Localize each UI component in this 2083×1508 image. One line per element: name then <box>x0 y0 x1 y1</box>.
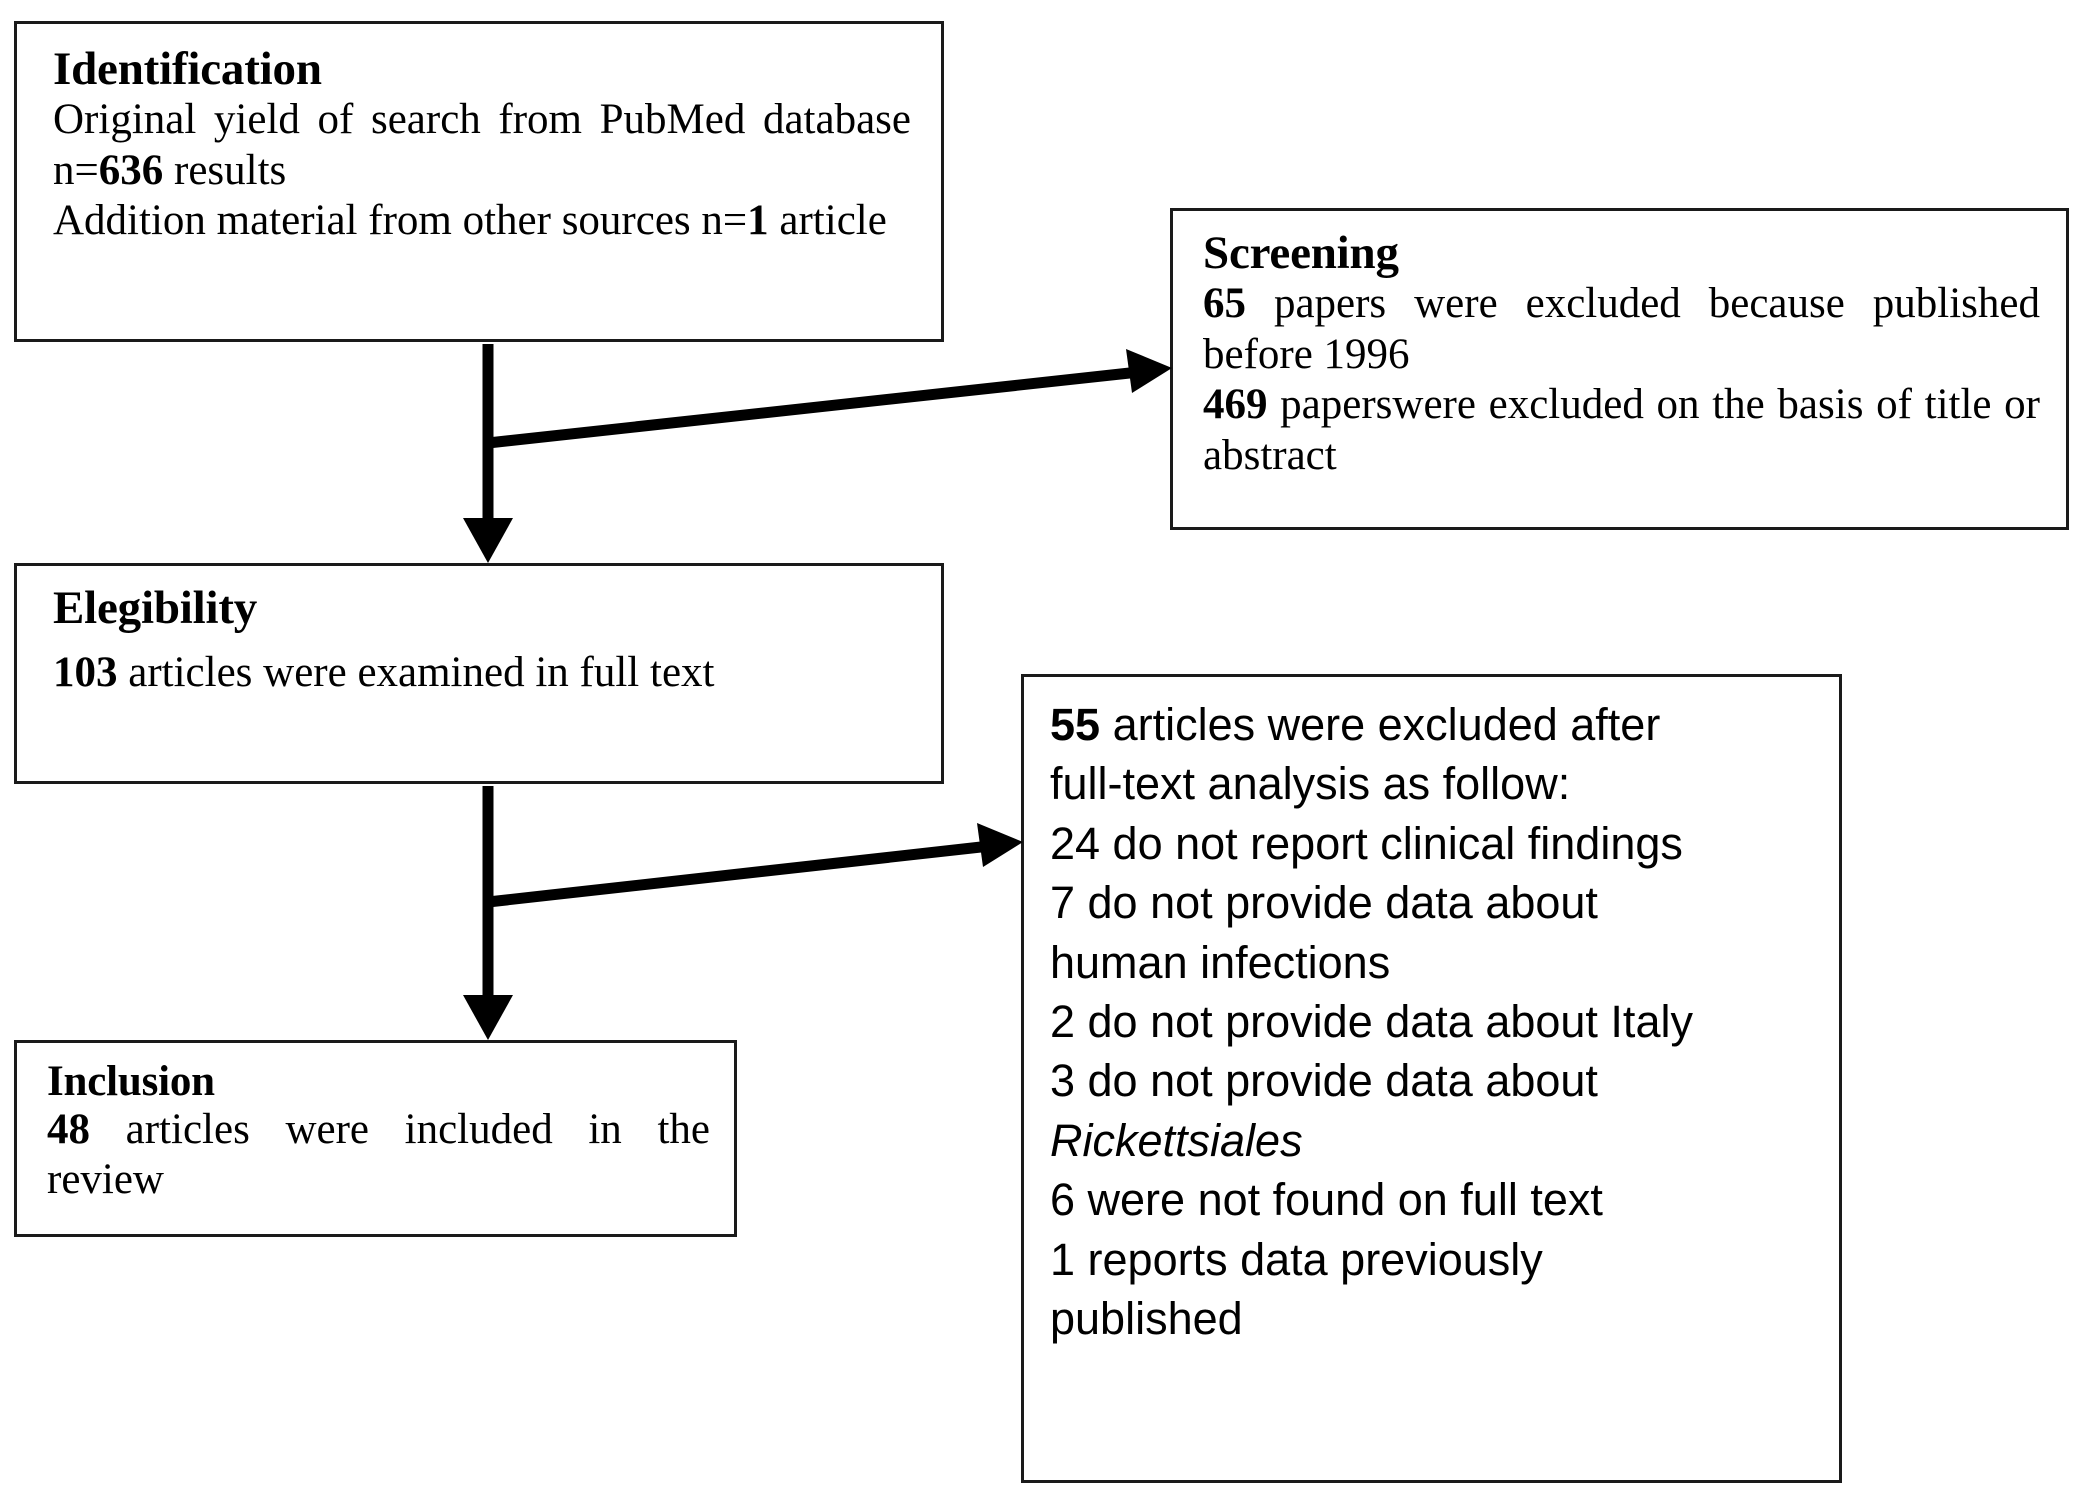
exclusion-reason-2: 7 do not provide data about <box>1050 877 1598 929</box>
exclusion-reason-6-cont: published <box>1050 1292 1243 1344</box>
identification-line2-text: Addition material from other sources n= <box>53 197 748 245</box>
inclusion-value-48: 48 <box>47 1105 90 1153</box>
exclusion-total-line-2: full-text analysis as follow: <box>1050 758 1571 810</box>
identification-line1-tail: results <box>163 146 287 194</box>
exclusion-reason-2-cont: human infections <box>1050 936 1391 988</box>
exclusion-value-55: 55 <box>1050 699 1101 750</box>
exclusion-total-text: articles were excluded after <box>1100 699 1661 750</box>
elegibility-line1-text: articles were examined in full text <box>117 648 715 696</box>
exclusion-reason-5: 6 were not found on full text <box>1050 1174 1603 1226</box>
exclusion-reason-3: 2 do not provide data about Italy <box>1050 995 1693 1047</box>
screening-value-65: 65 <box>1203 279 1246 327</box>
screening-value-469: 469 <box>1203 381 1268 429</box>
inclusion-box: Inclusion 48 articles were included in t… <box>14 1040 737 1237</box>
screening-header: Screening <box>1203 227 1399 279</box>
arrow-identification-to-screening-icon <box>487 349 1172 449</box>
screening-body-1: 65 papers were excluded because publishe… <box>1203 279 2040 380</box>
identification-box: Identification Original yield of search … <box>14 21 944 342</box>
identification-line1-text: Original yield of search from PubMed dat… <box>53 95 911 194</box>
screening-box: Screening 65 papers were excluded becaus… <box>1170 208 2069 530</box>
exclusion-total-line: 55 articles were excluded after <box>1050 695 1821 754</box>
arrow-elegibility-to-exclusion-icon <box>487 823 1023 908</box>
exclusion-reasons-box: 55 articles were excluded after full-tex… <box>1021 674 1842 1483</box>
arrow-elegibility-to-inclusion-icon <box>463 786 513 1040</box>
identification-line2-tail: article <box>768 197 887 245</box>
exclusion-reason-6: 1 reports data previously <box>1050 1233 1543 1285</box>
identification-value-1: 1 <box>747 197 769 245</box>
identification-body: Original yield of search from PubMed dat… <box>53 95 911 196</box>
inclusion-body: 48 articles were included in the review <box>47 1105 710 1206</box>
exclusion-reason-4: 3 do not provide data about <box>1050 1055 1598 1107</box>
elegibility-body: 103 articles were examined in full text <box>53 648 911 699</box>
arrow-identification-to-elegibility-icon <box>463 344 513 563</box>
exclusion-reason-4-taxon: Rickettsiales <box>1050 1111 1821 1170</box>
identification-value-636: 636 <box>98 146 164 194</box>
elegibility-value-103: 103 <box>53 648 118 696</box>
elegibility-box: Elegibility 103 articles were examined i… <box>14 563 944 784</box>
identification-header: Identification <box>53 43 322 95</box>
screening-line2-text: paperswere excluded on the basis of titl… <box>1203 381 2040 480</box>
elegibility-header: Elegibility <box>53 582 258 634</box>
screening-body-2: 469 paperswere excluded on the basis of … <box>1203 380 2040 481</box>
rickettsiales-italic-term: Rickettsiales <box>1050 1114 1303 1166</box>
screening-line1-text: papers were excluded because published b… <box>1203 279 2040 378</box>
identification-body-2: Addition material from other sources n=1… <box>53 196 911 247</box>
inclusion-header: Inclusion <box>47 1058 215 1105</box>
exclusion-reason-1: 24 do not report clinical findings <box>1050 817 1683 869</box>
inclusion-line1-text: articles were included in the review <box>47 1105 710 1204</box>
